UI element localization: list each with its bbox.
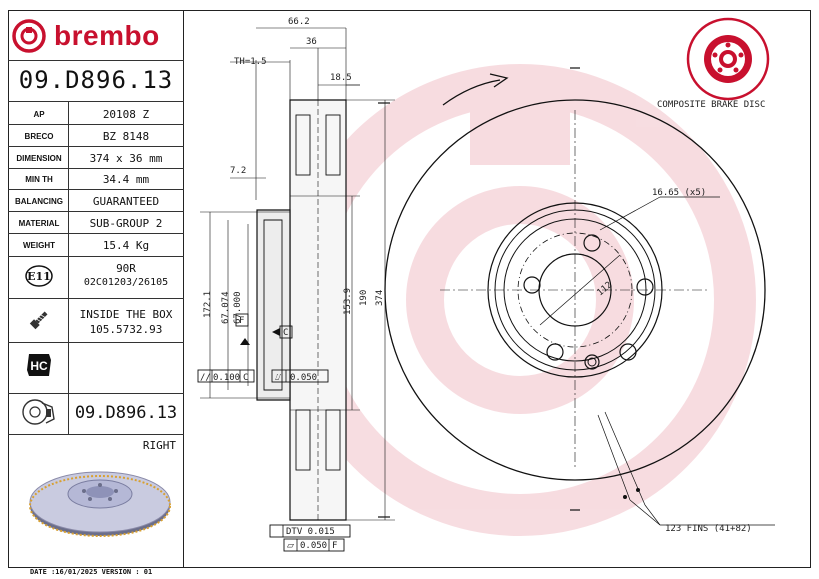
datum-f: F [239, 316, 244, 326]
tol-left-ref: C [243, 373, 248, 383]
flat-val: 0.050 [300, 541, 327, 551]
hc-icon: HC [10, 348, 68, 382]
product-render-image [29, 471, 171, 537]
dtv-label: DTV 0.015 [286, 527, 335, 537]
spec-panel [8, 10, 184, 568]
inside-box-line2: 105.5732.93 [89, 323, 163, 336]
flat-sym: ⏥ [287, 541, 294, 551]
composite-disc-logo-icon [686, 17, 770, 101]
screw-icon [10, 304, 68, 336]
approval-badge: E11 [27, 270, 51, 283]
dim-th: TH=1.5 [234, 57, 267, 67]
dim-fins: 123 FINS (41+82) [665, 524, 752, 534]
dim-190: 190 [359, 290, 369, 306]
footer-date-version: DATE :16/01/2025 VERSION : 01 [30, 568, 153, 576]
e11-approval-icon: E11 [10, 262, 68, 290]
part-number: 09.D896.13 [18, 66, 174, 94]
dim-holes: 16.65 (x5) [652, 188, 706, 198]
brembo-watermark [284, 64, 756, 536]
approval-line1: 90R [116, 262, 136, 275]
spec-label-balancing: BALANCING [15, 197, 63, 206]
spec-value-weight: 15.4 Kg [102, 239, 150, 252]
brand-logo: brembo [12, 18, 160, 54]
flat-ref: F [332, 541, 337, 551]
tol-left-val: 0.100 [213, 373, 240, 383]
brake-disc-icon [10, 396, 68, 428]
front-view [384, 73, 775, 526]
dim-7-2: 7.2 [230, 166, 246, 176]
spec-value-dimension: 374 x 36 mm [89, 152, 163, 165]
spec-label-material: MATERIAL [18, 219, 60, 228]
spec-label-min-th: MIN TH [25, 175, 53, 184]
section-view [197, 27, 580, 552]
spec-label-breco: BRECO [24, 132, 54, 141]
disc-code: 09.D896.13 [74, 403, 178, 423]
tol-mid-val: 0.050 [290, 373, 317, 383]
spec-value-material: SUB-GROUP 2 [89, 217, 163, 230]
spec-value-balancing: GUARANTEED [92, 195, 160, 208]
hc-badge: HC [30, 359, 48, 373]
tol-left-sym: // [200, 373, 211, 383]
dim-172-1: 172.1 [203, 291, 213, 318]
spec-value-min-th: 34.4 mm [102, 173, 150, 186]
spec-label-weight: WEIGHT [23, 241, 55, 250]
side-label: RIGHT [142, 439, 176, 452]
brand-name: brembo [54, 20, 160, 51]
spec-value-ap: 20108 Z [102, 108, 150, 121]
brembo-logo-icon [12, 19, 46, 53]
dim-67-074: 67.074 [221, 291, 231, 324]
dim-374: 374 [375, 290, 385, 306]
spec-label-ap: AP [33, 110, 45, 119]
dim-67-000: 67.000 [233, 291, 243, 324]
dim-153-9: 153.9 [343, 288, 353, 315]
dim-36: 36 [306, 37, 317, 47]
tol-mid-sym: ⌰ [275, 373, 281, 383]
dim-18-5: 18.5 [330, 73, 352, 83]
drawing-frame [8, 10, 811, 568]
inside-box-line1: INSIDE THE BOX [79, 308, 173, 321]
spec-label-dimension: DIMENSION [16, 154, 62, 163]
product-label: COMPOSITE BRAKE DISC [657, 100, 765, 110]
dim-66-2: 66.2 [288, 17, 310, 27]
approval-line2: 02C01203/26105 [83, 277, 169, 288]
datum-c: C [283, 328, 288, 338]
spec-value-breco: BZ 8148 [102, 130, 150, 143]
